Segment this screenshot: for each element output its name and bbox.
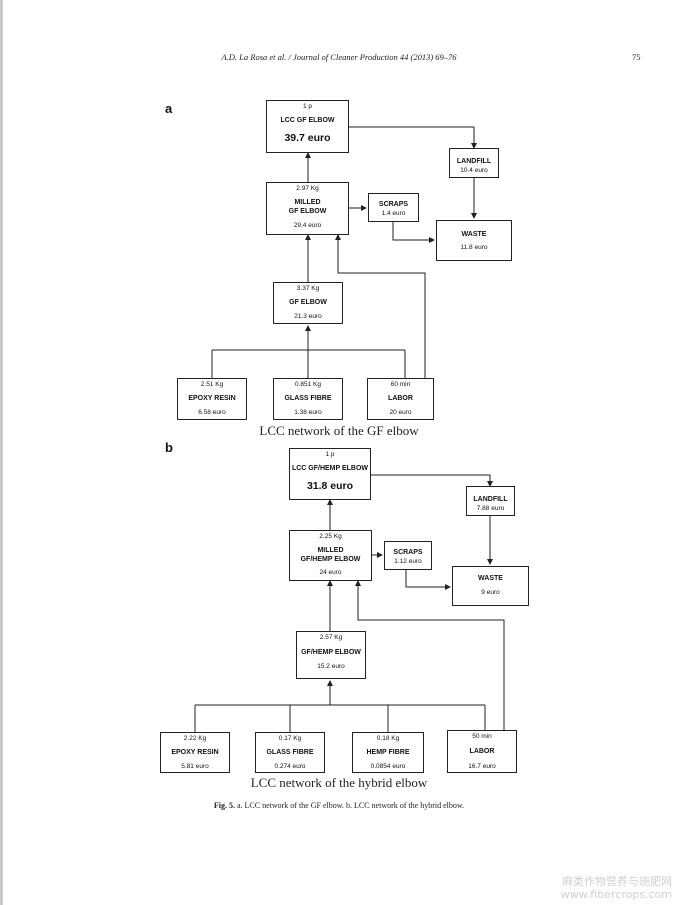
node-scraps-b: SCRAPS 1.12 euro bbox=[384, 541, 432, 570]
figure-caption-text: a. LCC network of the GF elbow. b. LCC n… bbox=[236, 801, 465, 810]
node-name: WASTE bbox=[461, 231, 487, 238]
node-qty: 50 min bbox=[472, 733, 492, 740]
diagram-caption-b: LCC network of the hybrid elbow bbox=[250, 775, 428, 790]
node-epoxy-resin-b: 2.22 Kg EPOXY RESIN 5.81 euro bbox=[160, 732, 230, 773]
node-cost: 9 euro bbox=[481, 589, 500, 596]
node-name: LABOR bbox=[388, 395, 413, 402]
node-name: EPOXY RESIN bbox=[188, 395, 236, 402]
figure-label: Fig. 5. bbox=[213, 801, 235, 810]
node-landfill: LANDFILL 10.4 euro bbox=[449, 148, 499, 178]
node-qty: 2.97 Kg bbox=[296, 185, 319, 192]
node-lcc-gf-elbow: 1 p LCC GF ELBOW 39.7 euro bbox=[266, 100, 349, 153]
arrow-top-to-landfill-b bbox=[370, 474, 493, 487]
node-qty: 1 p bbox=[302, 103, 313, 110]
node-scraps: SCRAPS 1.4 euro bbox=[368, 193, 419, 222]
node-cost: 10.4 euro bbox=[460, 167, 488, 174]
node-cost: 5.81 euro bbox=[181, 763, 209, 770]
node-name: GF ELBOW bbox=[289, 299, 327, 306]
arrow-labor-to-milled-b bbox=[355, 580, 505, 730]
node-name: WASTE bbox=[478, 575, 503, 582]
node-name: HEMP FIBRE bbox=[366, 749, 410, 756]
node-gf-elbow: 3.37 Kg GF ELBOW 21.3 euro bbox=[273, 282, 343, 324]
node-hemp-fibre-b: 0.18 Kg HEMP FIBRE 0.0854 euro bbox=[352, 732, 424, 773]
node-name: SCRAPS bbox=[393, 549, 423, 556]
diagram-caption-a: LCC network of the GF elbow bbox=[259, 423, 419, 438]
node-milled-gf-hemp-elbow: 2.25 Kg MILLED GF/HEMP ELBOW 24 euro bbox=[289, 530, 372, 581]
node-qty: 60 min bbox=[390, 381, 411, 388]
node-cost: 6.58 euro bbox=[198, 409, 226, 416]
node-cost: 31.8 euro bbox=[306, 480, 354, 492]
node-qty: 3.37 Kg bbox=[296, 285, 320, 292]
figure-caption: Fig. 5. a. LCC network of the GF elbow. … bbox=[0, 801, 678, 810]
arrow-labor-to-milled bbox=[335, 234, 426, 378]
node-labor: 60 min LABOR 20 euro bbox=[367, 378, 434, 420]
running-head: A.D. La Rosa et al. / Journal of Cleaner… bbox=[221, 52, 457, 62]
node-cost: 16.7 euro bbox=[468, 763, 496, 770]
watermark-site-name: 麻类作物营养与施肥网 bbox=[562, 875, 672, 888]
node-qty: 0.851 Kg bbox=[294, 381, 322, 388]
page-number: 75 bbox=[632, 52, 641, 62]
node-name: GF ELBOW bbox=[288, 208, 327, 215]
node-name: EPOXY RESIN bbox=[171, 749, 219, 756]
node-name: GLASS FIBRE bbox=[266, 749, 314, 756]
node-cost: 29.4 euro bbox=[293, 222, 322, 229]
node-cost: 1.12 euro bbox=[394, 558, 422, 565]
node-qty: 2.22 Kg bbox=[183, 735, 207, 742]
node-qty: 0.18 Kg bbox=[376, 735, 400, 742]
node-cost: 15.2 euro bbox=[317, 663, 345, 670]
node-waste-b: WASTE 9 euro bbox=[452, 566, 529, 606]
node-cost: 39.7 euro bbox=[284, 132, 331, 144]
node-cost: 7.88 euro bbox=[476, 505, 505, 512]
node-cost: 1.4 euro bbox=[381, 210, 406, 217]
node-cost: 24 euro bbox=[319, 569, 342, 576]
node-milled-gf-elbow: 2.97 Kg MILLED GF ELBOW 29.4 euro bbox=[266, 182, 349, 235]
node-cost: 11.8 euro bbox=[460, 244, 488, 251]
panel-label-b: b bbox=[165, 440, 173, 455]
node-name: SCRAPS bbox=[378, 201, 409, 208]
node-qty: 2.51 Kg bbox=[200, 381, 224, 388]
node-cost: 0.0854 euro bbox=[370, 763, 406, 770]
arrow-top-to-landfill bbox=[349, 126, 477, 149]
node-cost: 0.274 euro bbox=[274, 763, 306, 770]
panel-label-a: a bbox=[165, 101, 173, 116]
node-landfill-b: LANDFILL 7.88 euro bbox=[466, 486, 515, 516]
node-qty: 0.17 Kg bbox=[278, 735, 302, 742]
node-glass-fibre: 0.851 Kg GLASS FIBRE 1.38 euro bbox=[273, 378, 343, 420]
watermark-url: www.fibercrops.com bbox=[560, 888, 672, 901]
node-qty: 1 p bbox=[325, 451, 335, 458]
node-cost: 20 euro bbox=[389, 409, 412, 416]
page-edge bbox=[0, 0, 3, 905]
node-name: LCC GF/HEMP ELBOW bbox=[291, 465, 369, 472]
node-name: MILLED bbox=[294, 199, 321, 206]
node-glass-fibre-b: 0.17 Kg GLASS FIBRE 0.274 euro bbox=[255, 732, 325, 773]
node-name: GF/HEMP ELBOW bbox=[300, 556, 361, 563]
node-name: LABOR bbox=[469, 748, 495, 755]
node-name: LANDFILL bbox=[456, 158, 492, 165]
node-name: MILLED bbox=[317, 547, 344, 554]
node-gf-hemp-elbow: 2.57 Kg GF/HEMP ELBOW 15.2 euro bbox=[296, 631, 366, 679]
node-cost: 21.3 euro bbox=[294, 313, 322, 320]
node-waste: WASTE 11.8 euro bbox=[436, 220, 512, 261]
node-labor-b: 50 min LABOR 16.7 euro bbox=[447, 730, 517, 773]
arrow-scraps-to-waste bbox=[392, 222, 435, 243]
node-name: LANDFILL bbox=[473, 496, 508, 503]
node-cost: 1.38 euro bbox=[294, 409, 322, 416]
node-name: GLASS FIBRE bbox=[284, 395, 332, 402]
node-qty: 2.57 Kg bbox=[319, 634, 343, 641]
arrow-scraps-to-waste-b bbox=[405, 570, 451, 590]
node-lcc-gf-hemp-elbow: 1 p LCC GF/HEMP ELBOW 31.8 euro bbox=[289, 448, 371, 500]
node-epoxy-resin: 2.51 Kg EPOXY RESIN 6.58 euro bbox=[177, 378, 247, 420]
node-qty: 2.25 Kg bbox=[319, 533, 342, 540]
node-name: GF/HEMP ELBOW bbox=[301, 649, 361, 656]
node-name: LCC GF ELBOW bbox=[280, 117, 335, 124]
